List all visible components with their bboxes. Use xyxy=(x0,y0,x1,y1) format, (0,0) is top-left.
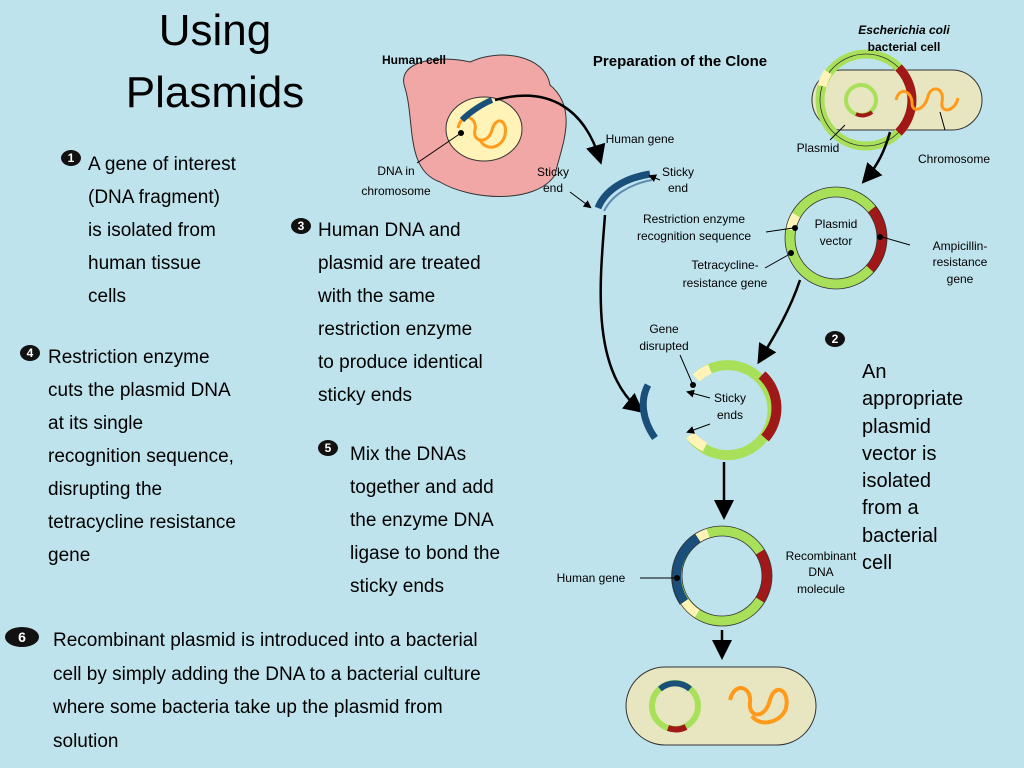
sticky-end-left-label-1: Sticky xyxy=(537,165,569,179)
ampicillin-label-3: gene xyxy=(947,272,974,286)
sticky-ends-label-1: Sticky xyxy=(714,391,746,405)
chromosome-word-label: chromosome xyxy=(361,184,431,198)
nucleus xyxy=(445,96,523,162)
human-gene-2-label: Human gene xyxy=(557,571,626,585)
diagram-heading: Preparation of the Clone xyxy=(593,53,767,70)
ecoli-label-1: Escherichia coli xyxy=(858,23,950,37)
chromosome-label: Chromosome xyxy=(918,152,990,166)
transformed-chromosome xyxy=(728,686,789,725)
step-2-line: appropriate xyxy=(862,388,964,411)
step-1-line: human tissue xyxy=(88,253,202,274)
step-3-line: with the same xyxy=(318,286,436,307)
tetracycline-label-2: resistance gene xyxy=(683,276,768,290)
step-4-line: tetracycline resistance xyxy=(48,512,236,533)
arrow-to-cut-plasmid xyxy=(757,279,802,365)
step-4-line: gene xyxy=(48,545,91,566)
ampicillin-label-1: Ampicillin- xyxy=(933,239,988,253)
step-2-line: from a xyxy=(862,497,919,520)
step-2-line: An xyxy=(862,361,887,383)
step-5-line: Mix the DNAs xyxy=(350,444,467,465)
bacterial-chromosome xyxy=(894,87,960,112)
step-1-line: cells xyxy=(88,286,127,307)
ampicillin-label-2: resistance xyxy=(933,255,988,269)
step-3-line: Human DNA and xyxy=(318,220,461,241)
isolated-human-gene xyxy=(594,170,653,212)
step-4-line: cuts the plasmid DNA xyxy=(48,380,231,401)
cut-plasmid xyxy=(639,360,782,461)
plasmid-vector xyxy=(784,186,888,290)
step-4-line: recognition sequence, xyxy=(48,446,234,467)
arrow-to-vector xyxy=(861,131,892,184)
step-4-text: Restriction enzyme cuts the plasmid DNA … xyxy=(48,341,236,572)
step-4-line: disrupting the xyxy=(48,479,163,500)
step-6-line: cell by simply adding the DNA to a bacte… xyxy=(53,663,481,685)
human-gene-label: Human gene xyxy=(606,132,675,146)
step-5-line: together and add xyxy=(350,477,494,498)
step-5-line: ligase to bond the xyxy=(350,543,501,564)
human-chromosome xyxy=(456,116,507,149)
step-3-line: restriction enzyme xyxy=(318,319,473,340)
step-5-line: the enzyme DNA xyxy=(350,510,494,531)
step-5-text: Mix the DNAs together and add the enzyme… xyxy=(350,438,500,603)
human-cell-label: Human cell xyxy=(382,53,446,67)
step-2-line: bacterial xyxy=(862,524,938,547)
step-6-line: where some bacteria take up the plasmid … xyxy=(53,697,443,718)
restriction-label-1: Restriction enzyme xyxy=(643,212,745,226)
human-cell xyxy=(403,54,567,197)
gene-fragment-pairing xyxy=(639,383,658,441)
sticky-ends-label-2: ends xyxy=(717,408,743,422)
step-2-line: cell xyxy=(862,552,893,575)
plasmid-label: Plasmid xyxy=(797,141,840,155)
title-line-1: Using xyxy=(158,6,272,55)
recombinant-label-1: Recombinant xyxy=(786,549,857,563)
step-3-line: sticky ends xyxy=(318,385,412,406)
step-2-text: An appropriate plasmid vector is isolate… xyxy=(862,359,963,577)
step-4-line: at its single xyxy=(48,413,144,434)
recombinant-label-3: molecule xyxy=(797,582,845,596)
tetracycline-label-1: Tetracycline- xyxy=(691,258,758,272)
step-3-text: Human DNA and plasmid are treated with t… xyxy=(318,214,483,412)
step-6-badge: 6 xyxy=(5,627,39,647)
step-3-line: plasmid are treated xyxy=(318,253,481,274)
gene-disrupted-label-1: Gene xyxy=(649,322,679,336)
title-line-2: Plasmids xyxy=(125,68,305,117)
human-gene-segment xyxy=(459,97,494,123)
step-5-line: sticky ends xyxy=(350,576,444,597)
step-1-text: A gene of interest (DNA fragment) is iso… xyxy=(88,148,236,313)
step-4-badge: 4 xyxy=(20,345,40,361)
step-6-text: Recombinant plasmid is introduced into a… xyxy=(53,624,481,758)
step-2-line: vector is xyxy=(862,442,937,465)
ecoli-bacterium xyxy=(811,49,983,151)
step-1-line: A gene of interest xyxy=(88,154,236,175)
step-3-line: to produce identical xyxy=(318,352,483,373)
recombinant-label-2: DNA xyxy=(808,565,833,579)
sticky-end-right-label-2: end xyxy=(668,181,688,195)
sticky-end-right-label-1: Sticky xyxy=(662,165,694,179)
step-5-badge: 5 xyxy=(318,440,338,456)
arrow-gene-to-mix xyxy=(599,214,644,414)
step-2-line: plasmid xyxy=(862,415,931,438)
step-1-line: is isolated from xyxy=(88,220,216,241)
gene-disrupted-label-2: disrupted xyxy=(639,339,688,353)
arrow-cell-to-gene xyxy=(494,94,606,165)
ecoli-label-2: bacterial cell xyxy=(868,40,941,54)
step-2-line: isolated xyxy=(862,470,931,493)
step-6-line: Recombinant plasmid is introduced into a… xyxy=(53,630,478,651)
plasmid-vector-label-1: Plasmid xyxy=(815,217,858,231)
step-1-badge: 1 xyxy=(61,150,81,166)
step-6-line: solution xyxy=(53,730,119,752)
recombinant-plasmid xyxy=(671,525,773,627)
plasmid-vector-label-2: vector xyxy=(820,234,853,248)
slide-title: Using Plasmids xyxy=(100,0,330,124)
sticky-end-left-label-2: end xyxy=(543,181,563,195)
step-3-badge: 3 xyxy=(291,218,311,234)
transformed-bacterium xyxy=(625,666,817,746)
restriction-label-2: recognition sequence xyxy=(637,229,751,243)
step-4-line: Restriction enzyme xyxy=(48,347,210,368)
step-1-line: (DNA fragment) xyxy=(88,187,220,208)
dna-in-label: DNA in xyxy=(377,164,414,178)
step-2-badge: 2 xyxy=(825,331,845,347)
